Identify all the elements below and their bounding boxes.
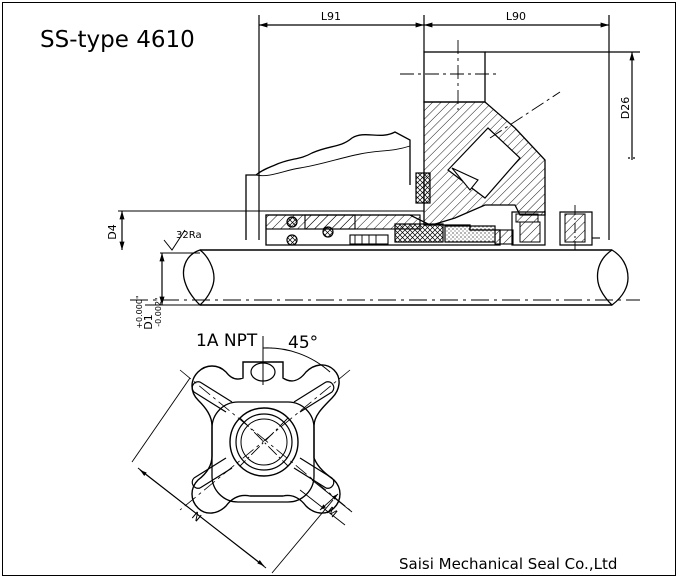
surface-roughness: 32Ra <box>176 230 202 241</box>
d4-label: D4 <box>106 224 119 239</box>
m-label: M <box>324 504 340 520</box>
section-view <box>118 15 640 306</box>
port-label: 1A NPT <box>196 331 258 351</box>
l90-label: L90 <box>506 10 526 23</box>
d26-label: D26 <box>619 97 632 119</box>
l91-label: L91 <box>321 10 341 23</box>
d1-tolerance-upper: +0.000" <box>135 295 144 328</box>
n-label: N <box>189 509 204 524</box>
end-view <box>131 336 353 574</box>
drawing-title: SS-type 4610 <box>40 27 195 53</box>
d1-label: D1 <box>142 314 155 329</box>
angle-label: 45° <box>288 333 318 353</box>
d1-tolerance-lower: -0.002" <box>154 297 163 326</box>
company-name: Saisi Mechanical Seal Co.,Ltd <box>399 555 617 573</box>
